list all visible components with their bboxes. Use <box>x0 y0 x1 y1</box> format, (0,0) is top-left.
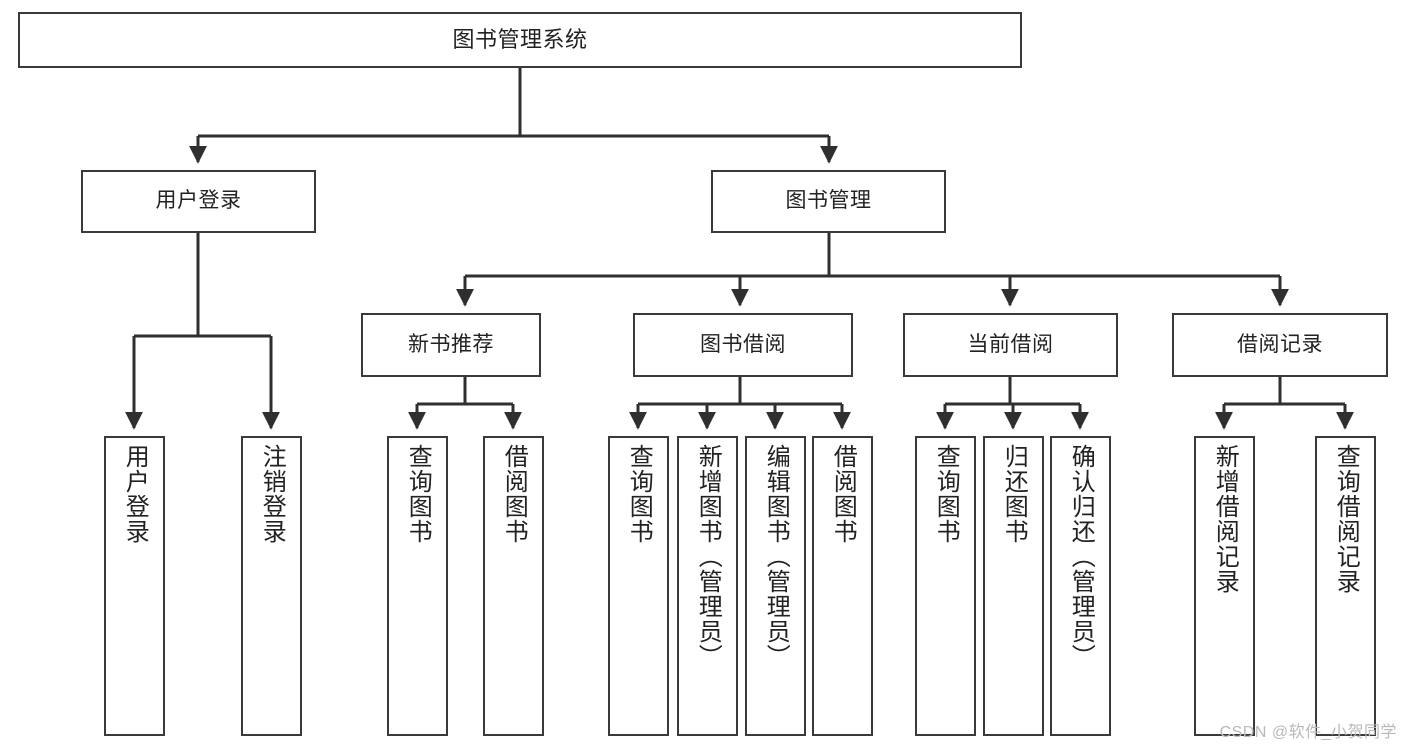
leaf-label: 查询图书 <box>404 444 432 544</box>
leaf-label: 新增借阅记录 <box>1211 444 1239 594</box>
node-current-borrow-label: 当前借阅 <box>967 332 1054 356</box>
node-user-login-label: 用户登录 <box>155 189 242 213</box>
leaf-label: 查询图书 <box>932 444 960 544</box>
node-borrow-record[interactable]: 借阅记录 <box>1172 313 1388 377</box>
leaf-borrow-record-add[interactable]: 新增借阅记录 <box>1194 436 1255 736</box>
leaf-user-login-login[interactable]: 用户登录 <box>104 436 165 736</box>
node-book-management-label: 图书管理 <box>785 189 872 213</box>
leaf-current-borrow-confirm-return[interactable]: 确认归还（管理员） <box>1050 436 1111 736</box>
node-book-borrow-label: 图书借阅 <box>700 332 786 356</box>
leaf-book-borrow-borrow[interactable]: 借阅图书 <box>812 436 873 736</box>
node-current-borrow[interactable]: 当前借阅 <box>903 313 1118 377</box>
leaf-book-borrow-edit[interactable]: 编辑图书（管理员） <box>745 436 806 736</box>
leaf-label: 查询图书 <box>625 444 653 544</box>
leaf-new-book-borrow[interactable]: 借阅图书 <box>483 436 544 736</box>
leaf-label: 确认归还（管理员） <box>1067 444 1095 669</box>
leaf-label: 注销登录 <box>258 444 286 544</box>
leaf-label: 用户登录 <box>121 444 149 544</box>
leaf-label: 借阅图书 <box>829 444 857 544</box>
leaf-user-login-logout[interactable]: 注销登录 <box>241 436 302 736</box>
leaf-label: 归还图书 <box>1000 444 1028 544</box>
leaf-borrow-record-query[interactable]: 查询借阅记录 <box>1315 436 1376 736</box>
leaf-book-borrow-query[interactable]: 查询图书 <box>608 436 669 736</box>
leaf-current-borrow-query[interactable]: 查询图书 <box>915 436 976 736</box>
node-root-label: 图书管理系统 <box>452 27 588 53</box>
node-new-book-recommend-label: 新书推荐 <box>408 332 494 356</box>
node-user-login[interactable]: 用户登录 <box>81 170 316 233</box>
leaf-label: 编辑图书（管理员） <box>762 444 790 669</box>
leaf-label: 查询借阅记录 <box>1332 444 1360 594</box>
leaf-label: 新增图书（管理员） <box>694 444 722 669</box>
leaf-current-borrow-return[interactable]: 归还图书 <box>983 436 1044 736</box>
node-book-management[interactable]: 图书管理 <box>711 170 946 233</box>
node-new-book-recommend[interactable]: 新书推荐 <box>361 313 541 377</box>
leaf-new-book-query[interactable]: 查询图书 <box>387 436 448 736</box>
node-borrow-record-label: 借阅记录 <box>1237 332 1323 356</box>
node-book-borrow[interactable]: 图书借阅 <box>633 313 853 377</box>
node-root[interactable]: 图书管理系统 <box>18 12 1022 68</box>
leaf-book-borrow-add[interactable]: 新增图书（管理员） <box>677 436 738 736</box>
watermark-text: CSDN @软件_小贺同学 <box>1219 724 1397 741</box>
leaf-label: 借阅图书 <box>500 444 528 544</box>
